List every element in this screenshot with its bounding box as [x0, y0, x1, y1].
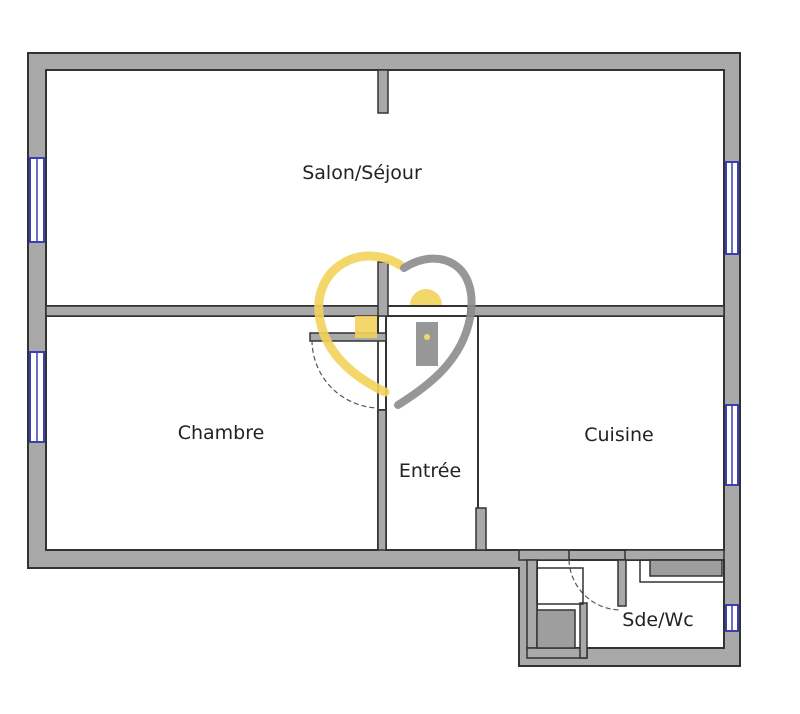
- door-swing-icon: [568, 559, 622, 611]
- partition-sde-left: [526, 559, 538, 649]
- partition-sde-top-right: [624, 549, 725, 561]
- label-entree: Entrée: [399, 460, 461, 482]
- label-sde-wc: Sde/Wc: [622, 609, 693, 631]
- partition-sde-bottom: [526, 647, 588, 659]
- partition-door-jamb: [309, 332, 387, 342]
- partition-entree-stub-top: [377, 261, 389, 317]
- partition-sde-mid: [617, 559, 627, 607]
- door-swings: [311, 339, 622, 611]
- worktop-outline: [639, 559, 725, 583]
- partition-chambre-entree: [377, 409, 387, 551]
- partition-sde-inner: [579, 602, 588, 659]
- door-swing-icon: [311, 339, 379, 409]
- house-heart-logo-icon: [314, 251, 476, 409]
- shower-tray-icon: [536, 609, 576, 649]
- fixtures: [536, 559, 725, 649]
- label-chambre: Chambre: [178, 422, 265, 444]
- partition-entree-cuisine: [475, 507, 487, 551]
- partition-sde-top: [518, 549, 570, 561]
- interior-walls: [45, 69, 725, 659]
- worktop-icon: [649, 559, 723, 577]
- partition-salon-chambre: [45, 305, 387, 317]
- label-salon-sejour: Salon/Séjour: [302, 162, 422, 184]
- partition-salon-stub: [377, 69, 389, 114]
- floor-chambre: [45, 315, 379, 551]
- partition-salon-cuisine: [467, 305, 725, 317]
- window-mullions: [36, 158, 733, 631]
- sde-cabinet: [536, 567, 584, 605]
- floor-cuisine: [477, 315, 725, 551]
- label-cuisine: Cuisine: [584, 424, 654, 446]
